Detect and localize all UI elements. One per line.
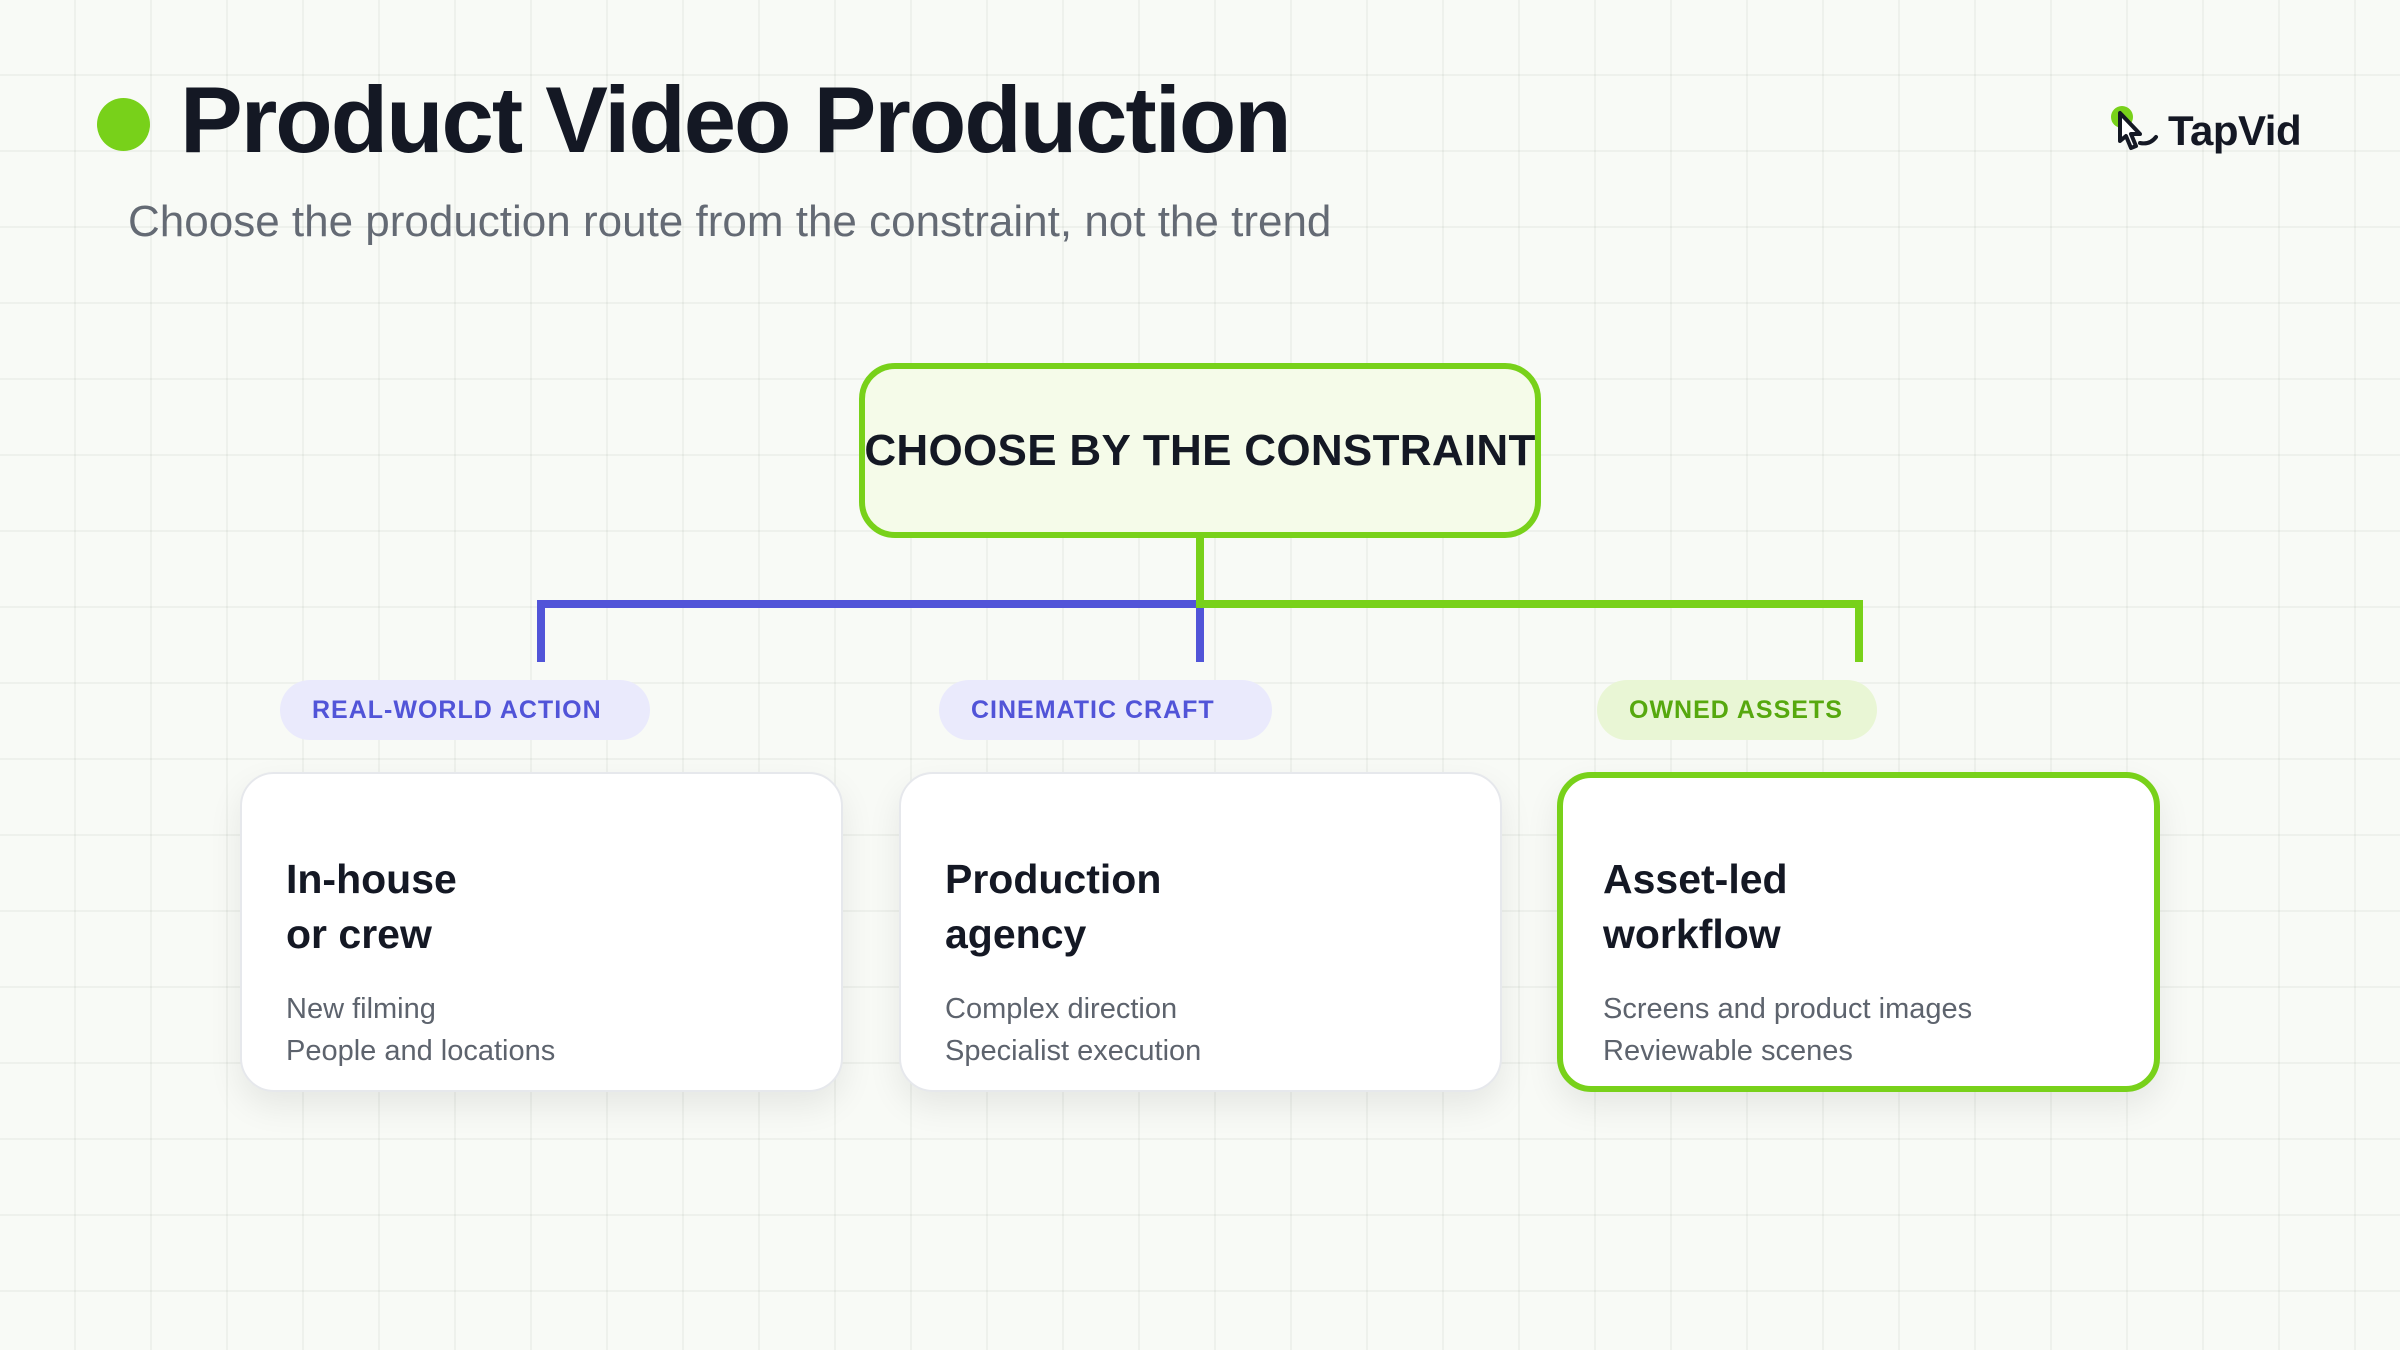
card-detail-line: New filming xyxy=(286,993,436,1025)
card-detail-line: Reviewable scenes xyxy=(1603,1035,1853,1067)
brand-logo: TapVid xyxy=(2106,99,2302,163)
card-details: New filming People and locations xyxy=(286,988,797,1072)
card-title-line: or crew xyxy=(286,911,432,957)
tag-pill-cinematic-craft: CINEMATIC CRAFT xyxy=(939,680,1272,740)
card-title-line: Production xyxy=(945,856,1162,902)
pointer-hand-icon xyxy=(2106,101,2162,161)
card-details: Screens and product images Reviewable sc… xyxy=(1603,988,2114,1072)
option-card-asset-led: Asset-led workflow Screens and product i… xyxy=(1557,772,2160,1092)
card-title-line: In-house xyxy=(286,856,457,902)
tag-pill-owned-assets: OWNED ASSETS xyxy=(1597,680,1877,740)
card-title-line: Asset-led xyxy=(1603,856,1788,902)
connector-green xyxy=(1196,538,1863,662)
root-node-label: CHOOSE BY THE CONSTRAINT xyxy=(864,425,1536,475)
card-detail-line: Complex direction xyxy=(945,993,1178,1025)
card-detail-line: Specialist execution xyxy=(945,1035,1202,1067)
card-detail-line: People and locations xyxy=(286,1035,556,1067)
connector-blue xyxy=(537,600,1204,662)
card-detail-line: Screens and product images xyxy=(1603,993,1973,1025)
card-details: Complex direction Specialist execution xyxy=(945,988,1456,1072)
option-card-agency: Production agency Complex direction Spec… xyxy=(899,772,1502,1092)
card-title: Production agency xyxy=(945,852,1456,962)
title-bullet-dot xyxy=(97,98,150,151)
card-title-line: workflow xyxy=(1603,911,1781,957)
root-node: CHOOSE BY THE CONSTRAINT xyxy=(859,363,1541,538)
card-title: Asset-led workflow xyxy=(1603,852,2114,962)
option-card-in-house: In-house or crew New filming People and … xyxy=(240,772,843,1092)
tag-pill-real-world-action: REAL-WORLD ACTION xyxy=(280,680,650,740)
brand-name: TapVid xyxy=(2168,107,2302,154)
card-title-line: agency xyxy=(945,911,1087,957)
page-title: Product Video Production xyxy=(180,67,1292,172)
page-subtitle: Choose the production route from the con… xyxy=(128,197,1332,246)
card-title: In-house or crew xyxy=(286,852,797,962)
